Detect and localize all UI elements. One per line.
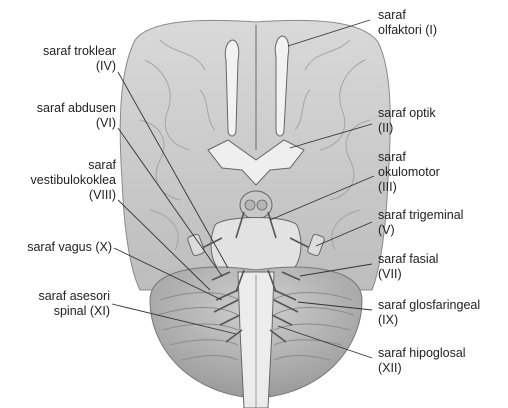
pons [211,218,301,273]
label-asesori: saraf asesori spinal (XI) [38,289,110,319]
label-vestibulokoklea: saraf vestibulokoklea (VIII) [31,158,116,203]
label-glosfaringeal: saraf glosfaringeal (IX) [378,298,480,328]
label-abdusen: saraf abdusen (VI) [37,101,116,131]
label-vagus: saraf vagus (X) [27,240,112,255]
label-troklear: saraf troklear (IV) [43,44,116,74]
label-trigeminal: saraf trigeminal (V) [378,208,463,238]
label-optik: saraf optik (II) [378,106,436,136]
olfactory-tract-left [225,40,239,136]
label-hipoglosal: saraf hipoglosal (XII) [378,346,466,376]
label-okulomotor: saraf okulomotor (III) [378,150,440,195]
label-fasial: saraf fasial (VII) [378,252,438,282]
label-olfaktori: saraf olfaktori (I) [378,8,437,38]
